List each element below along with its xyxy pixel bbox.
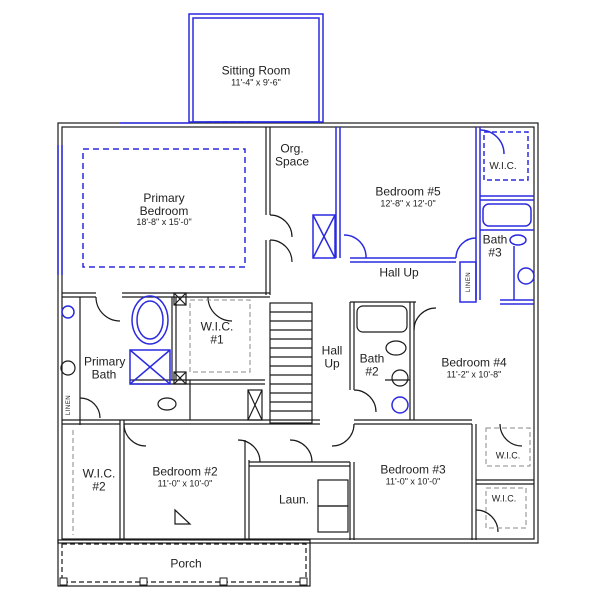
room-name: Sitting Room (221, 63, 291, 78)
room-wic-bed5: W.I.C. (489, 160, 517, 173)
room-laundry: Laun. (279, 494, 309, 507)
exterior-wall-inner (61, 126, 535, 540)
room-dimensions: 11'-4" x 9'-6" (231, 77, 281, 88)
room-dimensions: 18'-8" x 15'-0" (136, 217, 192, 228)
room-name: Bath #2 (359, 351, 385, 378)
room-name: Primary Bedroom (139, 191, 189, 218)
room-name: Bedroom #3 (380, 462, 446, 477)
room-hall-up-center: Hall Up (317, 344, 347, 369)
room-name: Porch (170, 556, 202, 571)
room-hall-up-top: Hall Up (379, 267, 418, 280)
room-name: Bedroom #2 (152, 464, 218, 479)
room-linen-primary: LINEN (65, 394, 72, 416)
room-name: Bedroom #5 (375, 184, 441, 199)
room-name: Primary Bath (84, 354, 126, 381)
room-primary-bedroom: Primary Bedroom 18'-8" x 15'-0" (119, 192, 209, 228)
room-dimensions: 11'-2" x 10'-8" (446, 369, 502, 380)
room-dimensions: 11'-0" x 10'-0" (385, 476, 441, 487)
room-sitting-room: Sitting Room 11'-4" x 9'-6" (222, 64, 291, 87)
room-wic-bed4: W.I.C. (495, 450, 521, 461)
primary-bedroom-tray-ceiling (82, 148, 246, 268)
room-name: W.I.C. (495, 450, 521, 461)
room-porch: Porch (170, 558, 201, 571)
room-name: Bedroom #4 (441, 355, 507, 370)
stair-treads (270, 311, 312, 412)
room-name: Hall Up (321, 343, 343, 370)
room-bedroom-2: Bedroom #2 11'-0" x 10'-0" (152, 465, 217, 488)
room-org-space: Org. Space (270, 142, 314, 167)
room-primary-bath: Primary Bath (84, 354, 126, 381)
room-name: Org. Space (274, 141, 310, 168)
room-dimensions: 11'-0" x 10'-0" (157, 478, 213, 489)
room-wic-1: W.I.C. #1 (197, 320, 237, 345)
room-bedroom-4: Bedroom #4 11'-2" x 10'-8" (441, 356, 506, 379)
exterior-wall-outer (57, 122, 539, 544)
room-name: Bath #3 (482, 232, 508, 259)
room-linen-bath3: LINEN (465, 271, 472, 293)
room-name: Hall Up (379, 265, 419, 280)
room-bedroom-3: Bedroom #3 11'-0" x 10'-0" (380, 463, 445, 486)
porch-outline (57, 539, 311, 587)
room-wic-2: W.I.C. #2 (79, 467, 119, 492)
room-name: W.I.C. #1 (200, 319, 234, 346)
room-name: Laun. (278, 492, 310, 507)
room-name: W.I.C. #2 (82, 466, 116, 493)
room-bath-3: Bath #3 (479, 233, 511, 258)
room-name: W.I.C. (491, 493, 517, 504)
room-wic-bed3: W.I.C. (491, 493, 517, 504)
room-bedroom-5: Bedroom #5 12'-8" x 12'-0" (375, 185, 440, 208)
room-bath-2: Bath #2 (357, 352, 387, 377)
room-dimensions: 12'-8" x 12'-0" (380, 198, 436, 209)
room-name: W.I.C. (489, 160, 517, 172)
